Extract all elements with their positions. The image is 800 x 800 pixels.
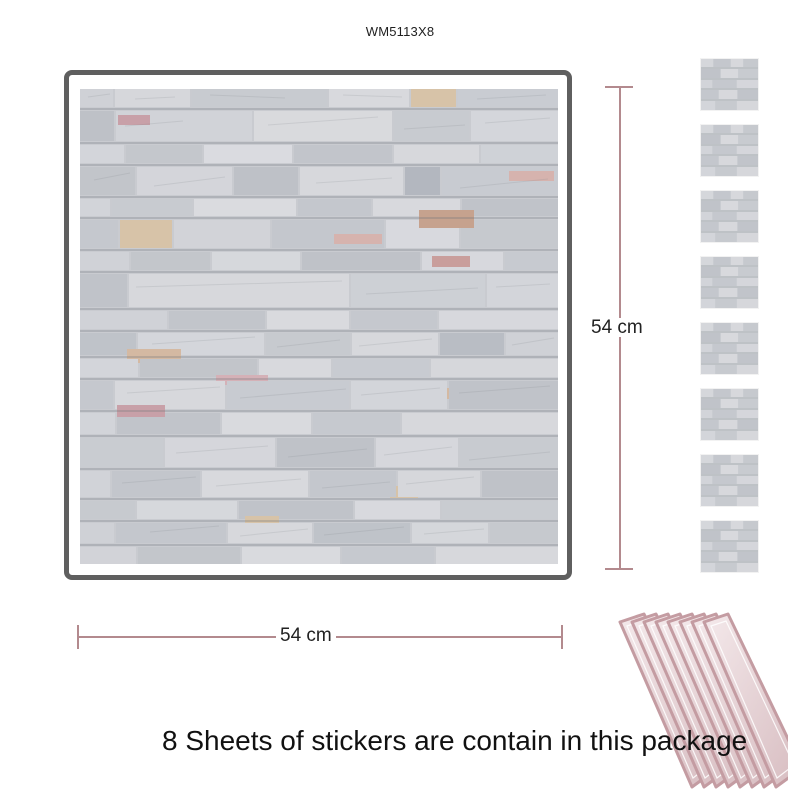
stone-row-9 xyxy=(80,311,558,329)
stone-row-18 xyxy=(80,547,558,564)
sticker-thumbnail-art xyxy=(701,257,758,308)
sticker-stack-illustration xyxy=(618,612,788,789)
width-dimension-cap-left xyxy=(77,625,79,649)
stone-wall-preview xyxy=(80,89,558,564)
stone-row-3 xyxy=(80,145,558,163)
sticker-thumbnail-art xyxy=(701,389,758,440)
height-dimension-cap-top xyxy=(605,86,633,88)
stone-row-4 xyxy=(80,167,558,195)
sticker-thumbnail-art xyxy=(701,455,758,506)
sticker-thumbnail xyxy=(701,191,758,242)
stone-row-14 xyxy=(80,438,558,498)
stone-row-16 xyxy=(80,501,558,530)
stone-row-12 xyxy=(80,381,558,409)
stone-row-6 xyxy=(80,210,558,248)
sticker-thumbnail-art xyxy=(701,323,758,374)
sticker-thumbnail xyxy=(701,389,758,440)
sticker-thumbnail xyxy=(701,455,758,506)
stacked-sheet xyxy=(702,612,788,789)
stone-row-1 xyxy=(80,89,558,107)
width-dimension-cap-right xyxy=(561,625,563,649)
stone-row-2 xyxy=(80,111,558,141)
stone-row-15 xyxy=(80,471,558,497)
sticker-thumbnail-art xyxy=(701,59,758,110)
sticker-thumbnail xyxy=(701,323,758,374)
sticker-thumbnail-art xyxy=(701,521,758,572)
sticker-thumbnail-art xyxy=(701,125,758,176)
stacked-sheets xyxy=(618,612,788,789)
sticker-thumbnail xyxy=(701,59,758,110)
stone-texture-lines xyxy=(87,93,555,537)
sticker-thumbnail xyxy=(701,125,758,176)
width-dimension-label: 54 cm xyxy=(276,626,336,645)
height-dimension-label: 54 cm xyxy=(587,318,647,337)
stone-row-17 xyxy=(80,523,558,543)
stone-row-5 xyxy=(80,199,558,216)
sticker-thumbnails xyxy=(701,59,758,579)
stone-wall-art xyxy=(80,89,558,564)
height-dimension-cap-bottom xyxy=(605,568,633,570)
sticker-thumbnail xyxy=(701,257,758,308)
package-caption: 8 Sheets of stickers are contain in this… xyxy=(162,725,748,756)
stone-mortar-lines xyxy=(80,108,558,546)
sticker-thumbnail-art xyxy=(701,191,758,242)
model-code: WM5113X8 xyxy=(365,24,435,39)
stone-row-13 xyxy=(80,405,558,434)
stone-row-10 xyxy=(80,333,558,363)
stone-row-7 xyxy=(80,252,558,270)
sticker-thumbnail xyxy=(701,521,758,572)
stone-row-8 xyxy=(80,274,558,307)
